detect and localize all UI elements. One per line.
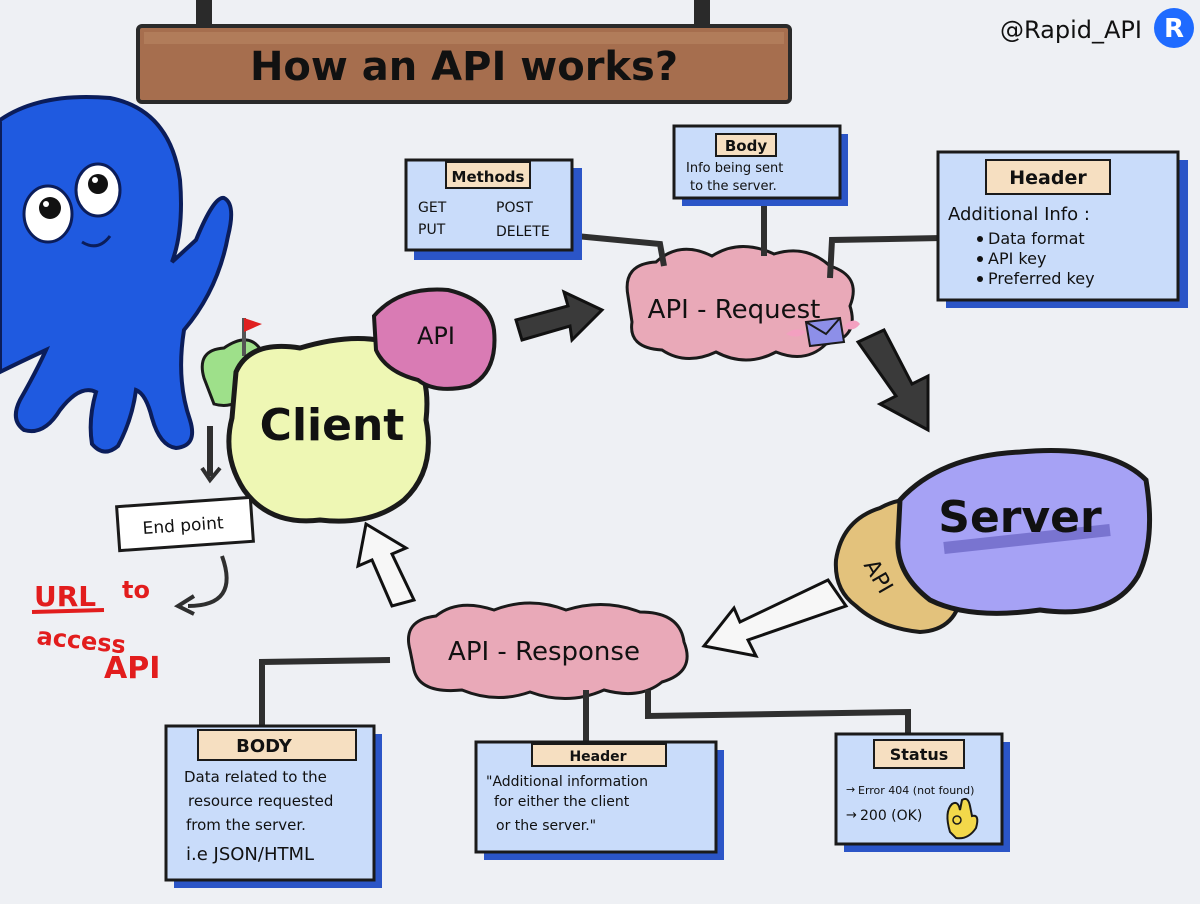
api-response-cloud: API - Response xyxy=(407,601,689,701)
response-body-line-1: Data related to the xyxy=(184,768,327,786)
response-header-panel: Header "Additional information for eithe… xyxy=(474,740,724,860)
endpoint: End point URL to access API xyxy=(31,495,255,686)
request-header-bullet-1: Data format xyxy=(988,229,1085,248)
request-body-line-2: to the server. xyxy=(690,179,777,194)
response-header-line-3: or the server." xyxy=(496,818,596,834)
methods-panel: Methods GET POST PUT DELETE xyxy=(404,158,582,260)
server-node: API Server xyxy=(833,448,1153,635)
method-post: POST xyxy=(496,200,533,216)
arrow-server-to-response-icon xyxy=(701,578,849,659)
arrow-client-to-request-icon xyxy=(514,289,605,344)
response-body-line-3: from the server. xyxy=(186,816,306,834)
status-item-error: Error 404 (not found) xyxy=(858,784,974,797)
response-body-title: BODY xyxy=(236,736,293,757)
status-title: Status xyxy=(890,745,949,764)
request-header-panel: Header Additional Info : Data format API… xyxy=(936,150,1188,308)
request-body-title: Body xyxy=(725,137,767,155)
brand-handle: @Rapid_API xyxy=(1000,16,1142,44)
endpoint-note-to: to xyxy=(122,576,150,604)
brand: @Rapid_API R xyxy=(1000,8,1194,48)
client-node: Client API xyxy=(200,287,497,524)
response-header-title: Header xyxy=(569,749,626,765)
flow-arrows xyxy=(355,289,930,659)
response-body-line-4: i.e JSON/HTML xyxy=(186,844,314,865)
method-delete: DELETE xyxy=(496,224,550,240)
status-panel: Status → Error 404 (not found) → 200 (OK… xyxy=(834,732,1010,852)
response-header-line-1: "Additional information xyxy=(486,774,648,790)
api-response-label: API - Response xyxy=(448,637,640,667)
rapidapi-logo-icon xyxy=(1154,8,1194,48)
logo-letter: R xyxy=(1164,14,1184,44)
connector-lines xyxy=(173,204,943,742)
status-item-ok: 200 (OK) xyxy=(860,808,922,824)
response-header-line-2: for either the client xyxy=(494,794,630,810)
envelope-icon xyxy=(786,316,860,348)
client-label: Client xyxy=(260,400,405,451)
request-body-line-1: Info being sent xyxy=(686,161,783,176)
request-header-bullet-3: Preferred key xyxy=(988,269,1095,288)
request-body-panel: Body Info being sent to the server. xyxy=(672,124,848,206)
api-request-label: API - Request xyxy=(648,295,821,325)
request-header-bullet-2: API key xyxy=(988,249,1046,268)
page-title: How an API works? xyxy=(250,44,678,90)
ok-hand-icon xyxy=(946,797,979,840)
request-header-intro: Additional Info : xyxy=(948,204,1090,225)
octopus-mascot-icon xyxy=(0,94,234,454)
arrow-request-to-server-icon xyxy=(855,328,930,433)
title-sign: How an API works? xyxy=(136,0,792,104)
status-arrow-icon-1: → xyxy=(846,783,855,796)
arrow-response-to-client-icon xyxy=(355,521,417,608)
response-body-panel: BODY Data related to the resource reques… xyxy=(164,724,382,888)
client-api-tag: API xyxy=(417,322,455,350)
response-body-line-2: resource requested xyxy=(188,792,333,810)
method-put: PUT xyxy=(418,222,446,238)
server-label: Server xyxy=(938,492,1102,543)
api-request-cloud: API - Request xyxy=(625,244,860,362)
endpoint-note-api: API xyxy=(104,651,160,686)
request-header-title: Header xyxy=(1009,167,1087,189)
endpoint-note-url: URL xyxy=(34,580,96,613)
status-arrow-icon-2: → xyxy=(846,808,857,823)
methods-title: Methods xyxy=(452,168,525,186)
method-get: GET xyxy=(418,200,447,216)
